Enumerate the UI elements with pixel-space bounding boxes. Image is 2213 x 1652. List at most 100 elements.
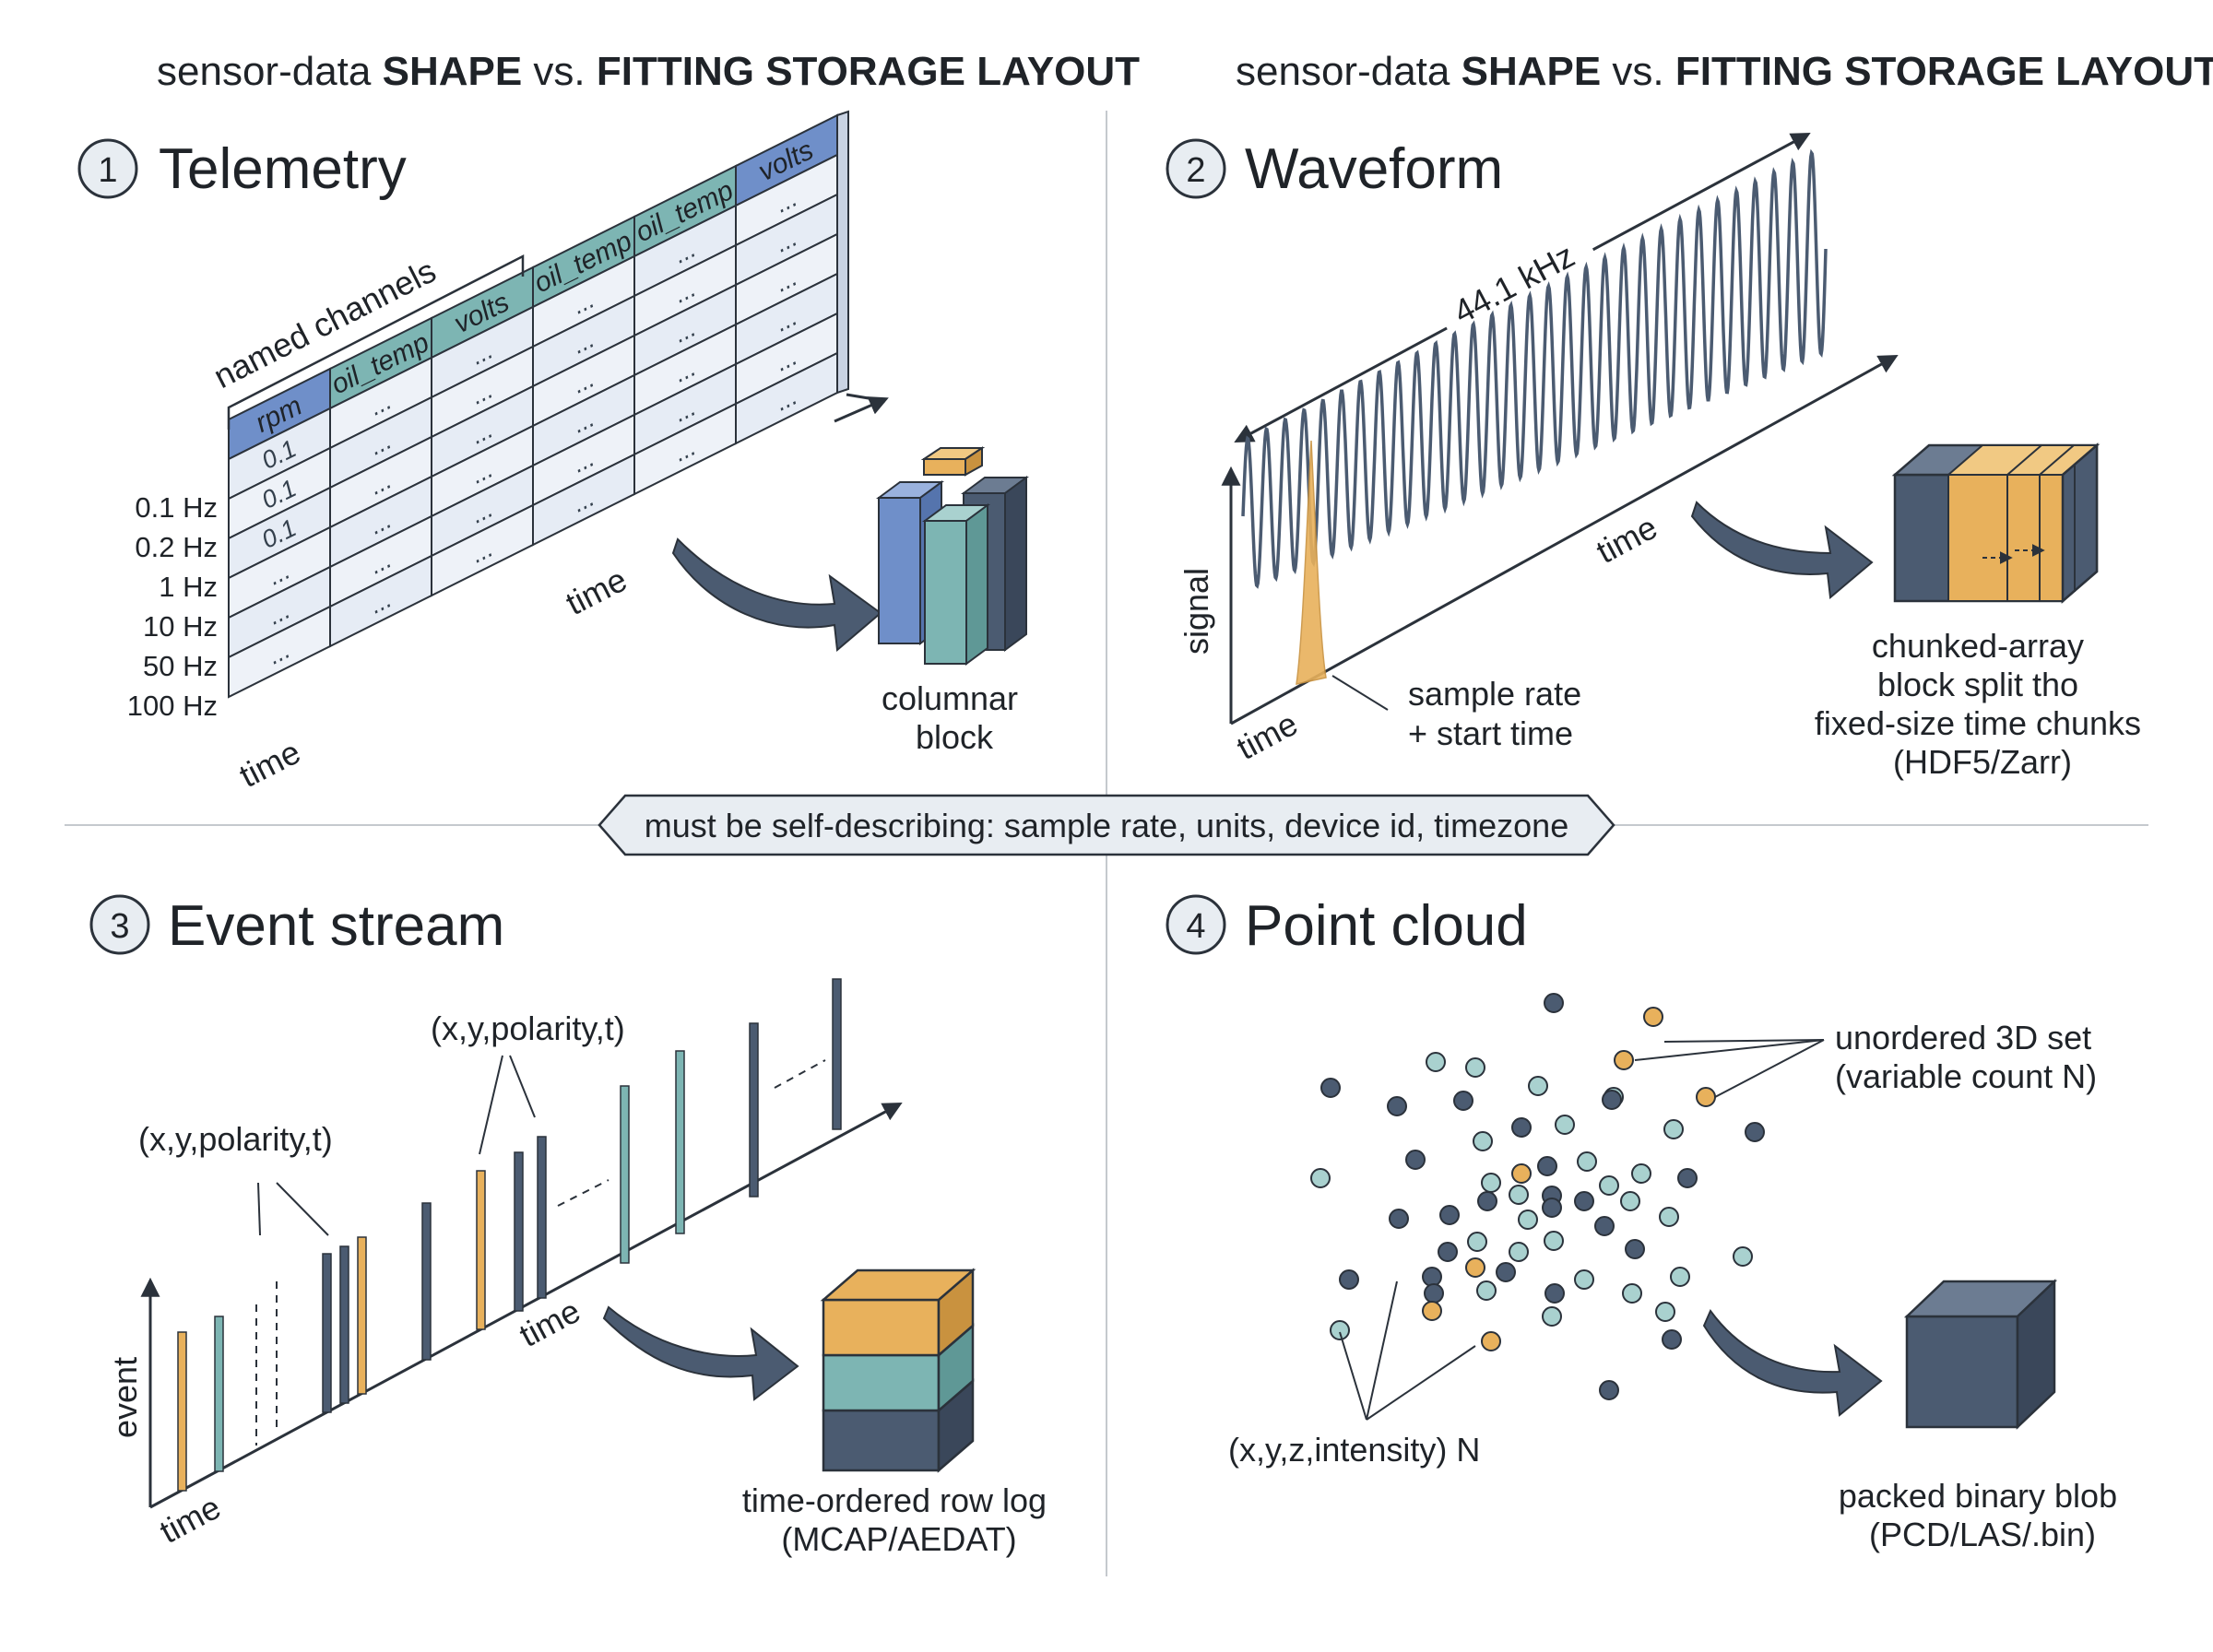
channel-table: rpmoil_tempvoltsoil_tempoil_tempvolts0.1… [228,110,849,699]
right-heading: sensor-data SHAPE vs. FITTING STORAGE LA… [1236,49,2213,94]
event-bars [177,978,842,1492]
cloud-point [1330,1320,1350,1340]
cloud-point [1424,1283,1444,1304]
transform-arrow [1690,501,1874,599]
cloud-point [1339,1269,1359,1290]
cloud-point [1574,1269,1594,1290]
left-heading: sensor-data SHAPE vs. FITTING STORAGE LA… [157,49,1140,94]
cloud-point [1439,1205,1460,1225]
result-label: packed binary blob (PCD/LAS/.bin) [1839,1477,2126,1553]
transform-arrow [1702,1309,1883,1417]
transform-arrow [671,537,882,652]
cloud-point [1542,1198,1562,1218]
event-axis-label: event [106,1357,144,1438]
event-bar [421,1202,432,1361]
tuple-label-right: (x,y,polarity,t) [431,1009,625,1047]
event-bar [322,1253,332,1413]
cloud-point [1518,1210,1538,1230]
cloud-point [1577,1151,1597,1172]
waveform-signal [1241,148,1828,589]
set-label: unordered 3D set (variable count N) [1835,1019,2101,1095]
tuple-label-left: (x,y,polarity,t) [138,1120,333,1158]
gap-marker [774,1059,826,1089]
panel-number-badge [1166,138,1226,199]
cloud-point [1544,1283,1565,1304]
event-bar [339,1245,349,1404]
cloud-point [1544,993,1564,1013]
cloud-point [1620,1191,1640,1211]
gap-marker [557,1179,609,1207]
cloud-point [1677,1168,1698,1188]
result-label: time-ordered row log (MCAP/AEDAT) [742,1481,1056,1558]
tuple-leader [509,1055,536,1118]
cloud-point [1465,1057,1485,1078]
panel-number: 4 [1186,907,1205,946]
time-axis-arrow-head [834,396,889,423]
columnar-block-icon [875,446,1030,666]
cloud-point [1528,1076,1548,1096]
cloud-point [1622,1283,1642,1304]
time-axis [149,1103,903,1509]
row-log-block-icon [820,1268,976,1473]
note-leader [1331,675,1389,711]
time-bottom-label: time [233,733,306,795]
cloud-point [1574,1191,1594,1211]
event-bar [357,1236,367,1395]
result-label: columnar block [882,679,1027,756]
cloud-point [1438,1242,1458,1262]
cloud-point [1473,1131,1493,1151]
panel-title: Event stream [168,894,504,958]
time-axis [1230,354,1899,726]
time-axis-label: time [1591,508,1663,571]
cloud-point [1310,1168,1331,1188]
cloud-point [1555,1115,1575,1135]
event-stream-panel: 3 Event stream event time time (x [89,894,1056,1558]
cloud-point [1453,1091,1473,1111]
cloud-point [1696,1087,1716,1107]
rate-label: 0.1 Hz [135,491,218,524]
panel-number: 2 [1186,151,1205,190]
event-bar [675,1050,685,1234]
sample-rate-note: sample rate + start time [1408,675,1591,752]
cloud-point [1614,1050,1634,1070]
cloud-point [1422,1267,1442,1287]
point-label: (x,y,z,intensity) N [1228,1431,1480,1469]
first-sample-highlight [1296,440,1327,685]
cloud-point [1625,1239,1645,1259]
result-label: chunked-array block split tho fixed-size… [1815,627,2150,781]
cloud-point [1481,1331,1501,1351]
cloud-point [1670,1267,1690,1287]
waveform-panel: 2 Waveform 44.1 kHz signal time time sam… [1166,133,2150,781]
event-bar [749,1022,759,1198]
sample-rate-list: 0.1 Hz 0.2 Hz 1 Hz 10 Hz 50 Hz 100 Hz [127,491,218,722]
rate-label-backdrop [1430,220,1604,346]
event-bar [620,1085,630,1264]
banner-text: must be self-describing: sample rate, un… [645,807,1568,844]
cloud-point [1496,1262,1516,1282]
chunked-array-block-icon [1891,442,2101,604]
cloud-point [1631,1163,1651,1184]
cloud-point [1389,1209,1409,1229]
tuple-leader [276,1182,329,1236]
cloud-point [1422,1301,1442,1321]
set-label-leaders [1634,1039,1825,1098]
cloud-point [1405,1150,1426,1170]
cloud-point [1544,1231,1564,1251]
table-edge [836,110,849,395]
event-bar [537,1136,547,1299]
panel-number-badge [89,894,150,955]
cloud-point [1387,1096,1407,1116]
panel-number: 1 [98,151,117,190]
time-axis-arrow [846,393,886,403]
cloud-point [1662,1329,1682,1350]
cloud-point [1509,1242,1529,1262]
cloud-point [1477,1191,1497,1211]
cloud-point [1476,1280,1497,1301]
tuple-leader [479,1055,503,1155]
rate-label: 100 Hz [127,690,218,722]
time-axis-label: time [560,560,633,622]
panel-title: Waveform [1245,137,1503,201]
time-bottom-label: time [1231,704,1304,767]
named-channels-bracket [227,254,525,430]
